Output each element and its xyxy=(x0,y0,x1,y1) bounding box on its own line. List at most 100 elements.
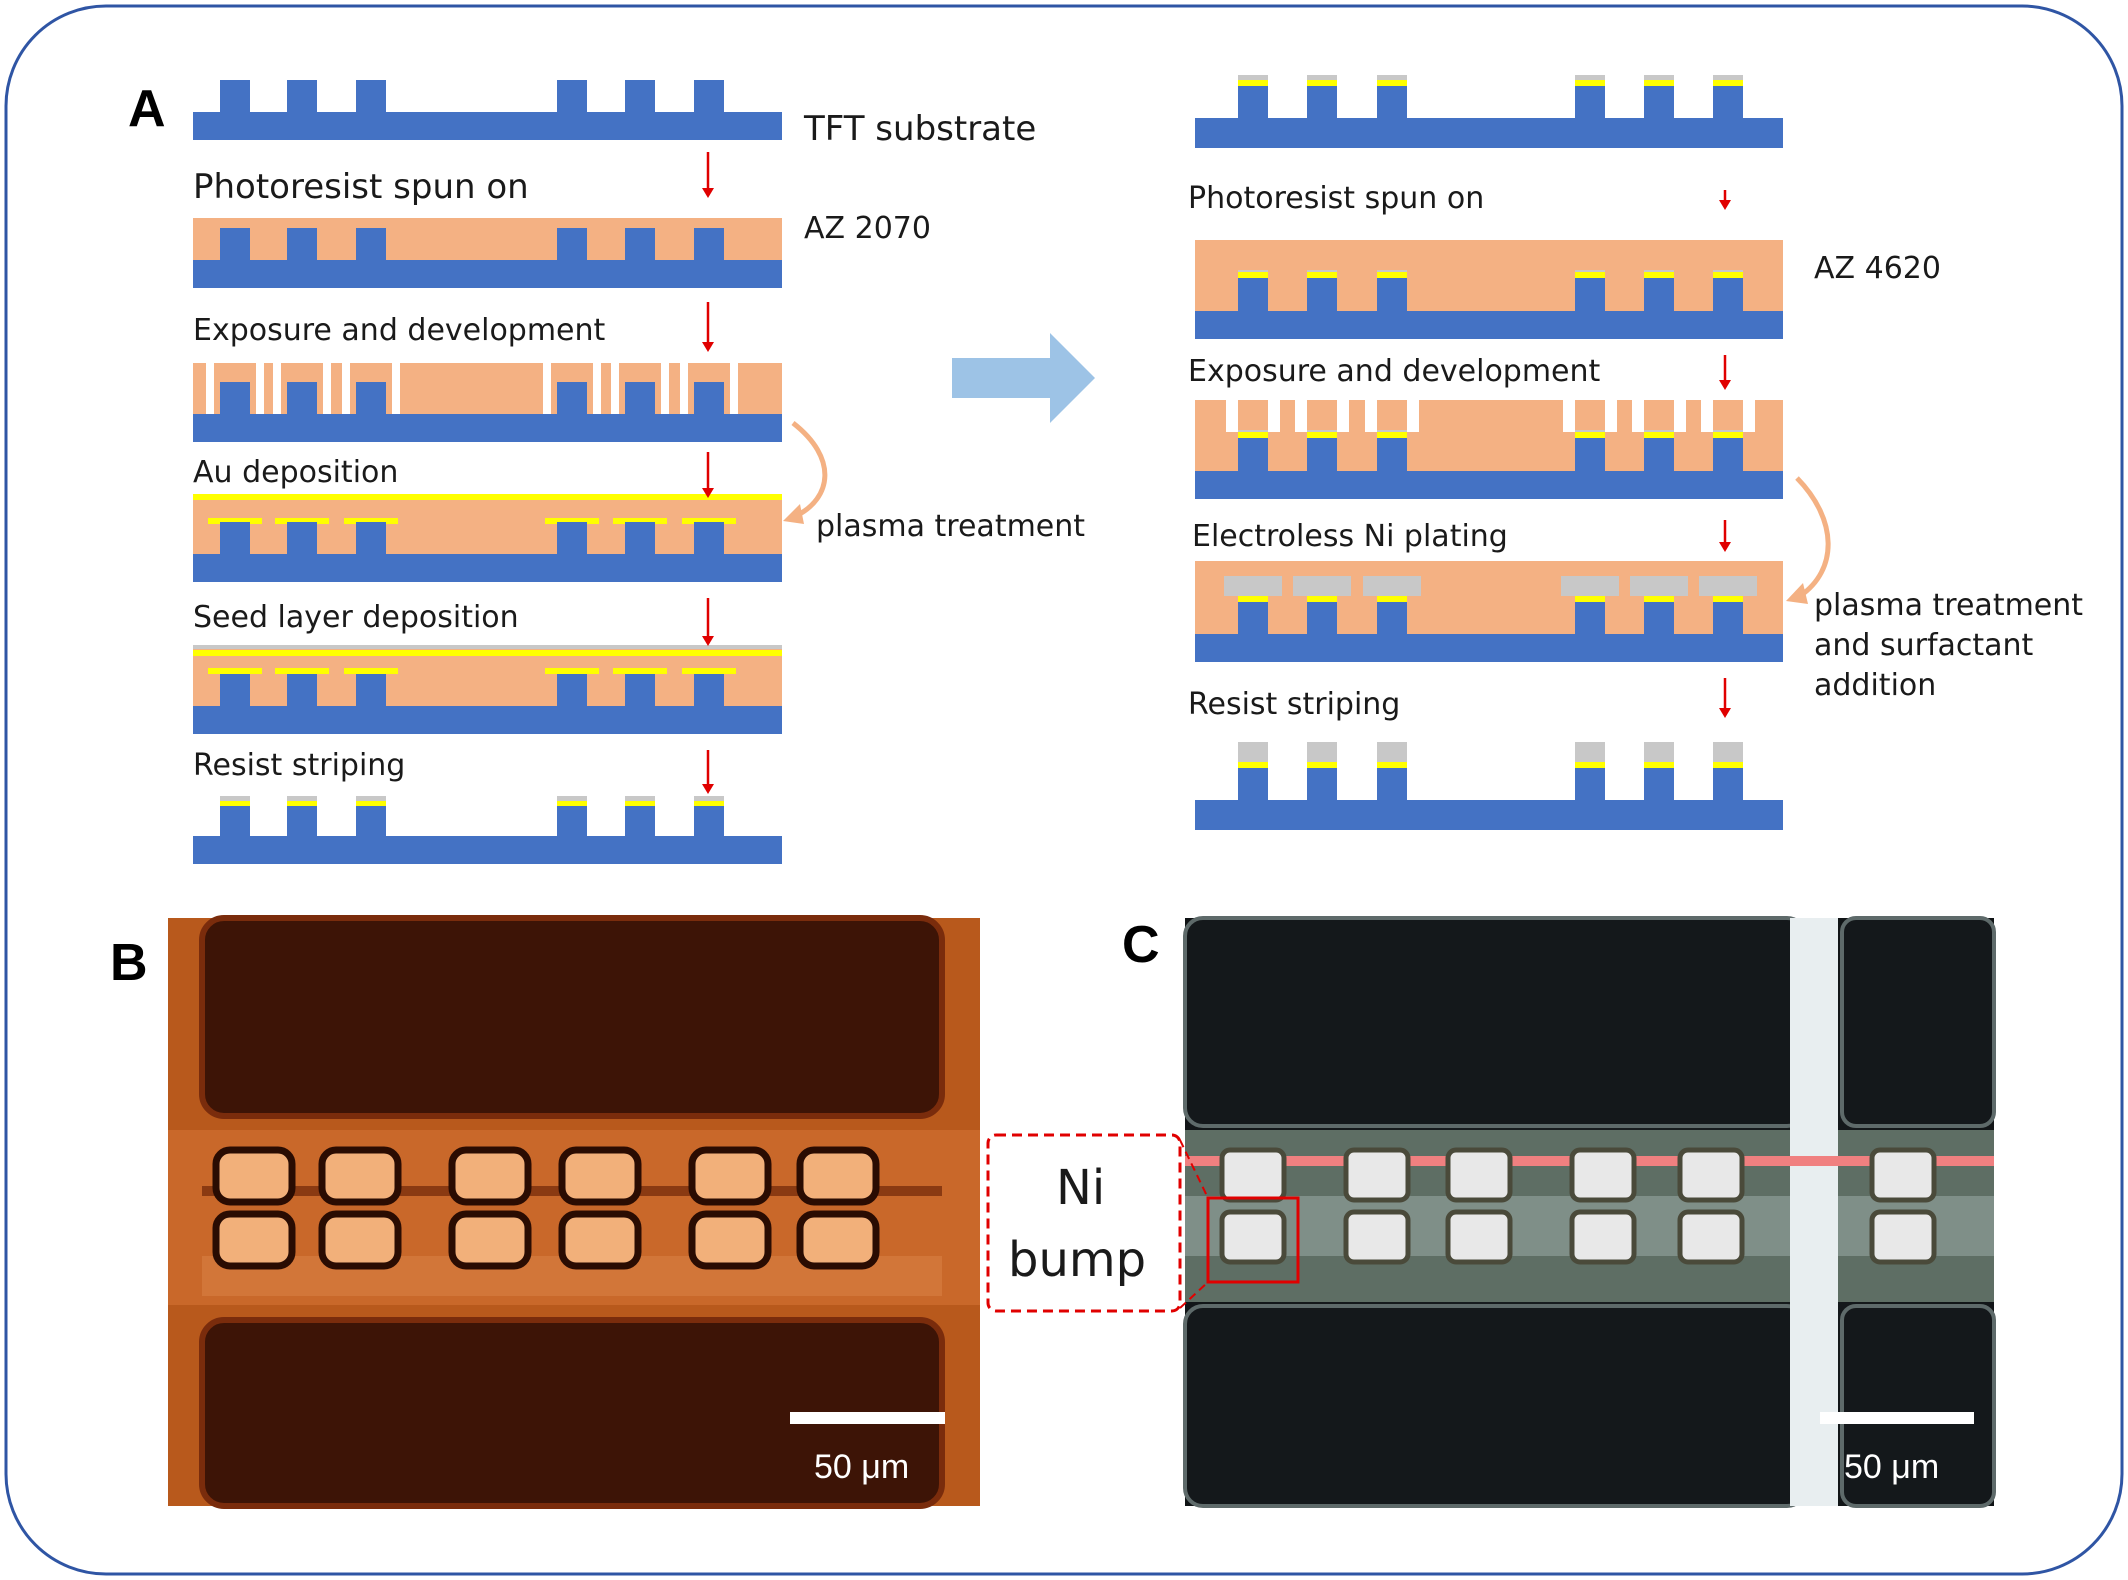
label-exposure-right: Exposure and development xyxy=(1188,354,1601,389)
left-step-exposure xyxy=(193,363,782,442)
process-arrow-head xyxy=(702,488,714,498)
label-photoresist-spun-right: Photoresist spun on xyxy=(1188,181,1484,216)
gold-cap xyxy=(1575,272,1605,278)
label-electroless-ni: Electroless Ni plating xyxy=(1192,519,1508,554)
substrate-pillar xyxy=(1713,86,1743,119)
process-arrow-head xyxy=(702,636,714,646)
substrate-pillar xyxy=(1575,278,1605,312)
substrate-pillar xyxy=(220,382,250,415)
substrate-pillar xyxy=(625,674,655,707)
right-arrow-1 xyxy=(1719,190,1731,210)
substrate-pillar xyxy=(557,228,587,261)
process-arrow-head xyxy=(1719,708,1731,718)
gold-pad xyxy=(208,668,262,674)
trench xyxy=(1743,400,1755,432)
substrate-pillar xyxy=(356,382,386,415)
panel-label-c: C xyxy=(1122,916,1160,974)
ni-cap xyxy=(1713,742,1743,762)
ni-cap xyxy=(1713,430,1743,432)
c-ni-bump xyxy=(1445,1147,1513,1203)
photoresist-layer xyxy=(1195,400,1783,474)
micrograph-c: 50 μm xyxy=(1183,916,1996,1508)
ni-fill xyxy=(1630,576,1688,596)
substrate-pillar xyxy=(1713,438,1743,472)
plasma-curve-arrow-right xyxy=(1786,476,1831,604)
b-bump xyxy=(448,1146,532,1206)
right-arrow-3 xyxy=(1719,520,1731,552)
process-arrow-head xyxy=(1719,542,1731,552)
substrate-pillar xyxy=(1713,768,1743,801)
substrate-pillar xyxy=(1377,602,1407,635)
substrate-pillar xyxy=(1307,86,1337,119)
gold-cap xyxy=(1644,80,1674,86)
gold-cap xyxy=(1713,80,1743,86)
right-arrow-4 xyxy=(1719,678,1731,718)
gold-cap xyxy=(1644,272,1674,278)
seed-cap xyxy=(694,796,724,801)
b-bump xyxy=(318,1146,402,1206)
substrate-pillar xyxy=(557,806,587,837)
process-arrow-head xyxy=(702,342,714,352)
substrate-pillar xyxy=(356,674,386,707)
scale-label-c: 50 μm xyxy=(1844,1448,1939,1486)
c-ni-bump xyxy=(1219,1209,1287,1265)
left-step-substrate xyxy=(193,80,782,140)
ni-cap xyxy=(1377,430,1407,432)
gold-cap xyxy=(1307,432,1337,438)
gold-cap xyxy=(1377,80,1407,86)
trench xyxy=(342,363,350,415)
substrate-pillar xyxy=(625,228,655,261)
gold-cap xyxy=(1377,272,1407,278)
ni-bump-callout: Ni bump xyxy=(986,1133,1300,1313)
substrate-pillar xyxy=(287,674,317,707)
b-bump xyxy=(212,1210,296,1270)
ni-cap xyxy=(1575,430,1605,432)
callout-box xyxy=(986,1133,1182,1313)
photoresist-layer xyxy=(193,218,782,260)
left-step-striping xyxy=(193,796,782,864)
left-step-au xyxy=(193,494,782,582)
trench xyxy=(593,363,601,415)
trench xyxy=(1295,400,1307,432)
substrate-pillar xyxy=(1238,768,1268,801)
substrate-pillar xyxy=(1238,86,1268,119)
substrate-pillar xyxy=(287,522,317,555)
gold-pad xyxy=(275,518,329,524)
substrate-pillar xyxy=(356,522,386,555)
substrate-pillar xyxy=(1713,602,1743,635)
ni-cap xyxy=(1307,430,1337,432)
ni-fill xyxy=(1561,576,1619,596)
gold-cap xyxy=(1713,272,1743,278)
gold-cap xyxy=(1238,432,1268,438)
left-arrow-4 xyxy=(702,598,714,646)
trench xyxy=(1701,400,1713,432)
label-plasma-right-1: plasma treatment xyxy=(1814,588,2083,623)
label-au-deposition: Au deposition xyxy=(193,455,398,490)
seed-cap xyxy=(557,796,587,801)
b-bump xyxy=(558,1210,642,1270)
label-seed-layer: Seed layer deposition xyxy=(193,600,519,635)
substrate-pillar xyxy=(625,522,655,555)
substrate-pillar xyxy=(1713,278,1743,312)
ni-cap xyxy=(1575,270,1605,272)
flow-arrow xyxy=(952,333,1095,423)
b-bump xyxy=(558,1146,642,1206)
right-step-striping xyxy=(1195,742,1783,830)
substrate-pillar xyxy=(1644,602,1674,635)
seed-cap xyxy=(356,796,386,801)
gold-cap xyxy=(1713,432,1743,438)
gold-pad xyxy=(613,518,667,524)
c-ni-bump xyxy=(1569,1209,1637,1265)
ni-cap xyxy=(1307,742,1337,762)
left-step-seed xyxy=(193,645,782,734)
gold-cap xyxy=(1713,762,1743,768)
gold-pad xyxy=(682,518,736,524)
right-process-labels: Photoresist spun on AZ 4620 Exposure and… xyxy=(1188,181,2083,722)
b-bump-array xyxy=(212,1146,880,1270)
callout-highlight xyxy=(1206,1196,1300,1284)
label-az-4620: AZ 4620 xyxy=(1814,251,1941,286)
substrate-pillar xyxy=(1575,602,1605,635)
ni-cap xyxy=(1307,75,1337,80)
trench xyxy=(1337,400,1349,432)
